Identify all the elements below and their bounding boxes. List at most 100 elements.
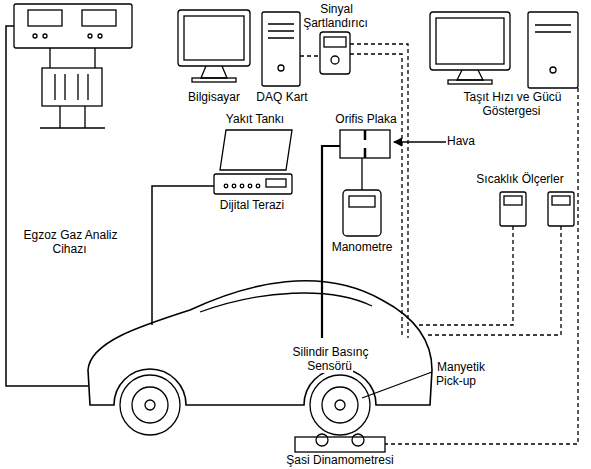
display-monitor <box>436 18 504 64</box>
label-text: Hava <box>446 134 476 148</box>
chassis-dynamometer <box>352 434 364 446</box>
label-text: DAQ Kart <box>255 90 308 104</box>
component-label: Yakıt Tankı <box>210 112 300 126</box>
exhaust-hose <box>6 26 88 386</box>
thermometers <box>500 192 526 226</box>
car <box>88 281 432 405</box>
component-label: Hava <box>446 134 486 148</box>
manometer <box>349 196 375 207</box>
component-label: Sıcaklık Ölçerler <box>465 172 575 186</box>
orifice-plate <box>364 130 367 158</box>
car <box>322 387 358 423</box>
orifice-plate <box>340 130 390 190</box>
exhaust-analyzer <box>98 34 102 38</box>
car <box>88 281 432 435</box>
label-text: Sinyal Şartlandırıcı <box>303 2 369 30</box>
orifice-plate <box>340 130 390 158</box>
fuel-tank <box>240 184 244 188</box>
computer-monitor <box>184 16 244 60</box>
exhaust-analyzer <box>14 4 132 128</box>
car <box>200 293 372 312</box>
computer-monitor <box>192 78 236 82</box>
fuel-tank <box>220 130 292 170</box>
component-label: Şasi Dinamometresi <box>270 453 410 467</box>
display-monitor <box>457 70 483 80</box>
fuel-tank <box>214 130 292 194</box>
dyno-wire <box>385 88 578 444</box>
orifice-plate <box>361 158 362 190</box>
label-text: Şasi Dinamometresi <box>285 453 394 467</box>
label-text: Bilgisayar <box>187 90 241 104</box>
car <box>335 400 345 410</box>
component-label: Bilgisayar <box>174 90 254 104</box>
display-tower <box>550 67 556 73</box>
fuel-tank <box>232 184 236 188</box>
signal-conditioner <box>320 32 350 74</box>
air-arrow <box>394 141 447 142</box>
leader-line <box>362 372 432 398</box>
display-tower <box>528 12 578 88</box>
exhaust-analyzer <box>28 10 62 26</box>
manometer <box>343 190 381 236</box>
fuel-tank <box>256 184 260 188</box>
signal-conditioner <box>320 32 350 74</box>
display-tower <box>528 12 578 88</box>
component-label: Sinyal Şartlandırıcı <box>291 2 381 30</box>
daq-tower <box>268 24 294 38</box>
component-label: DAQ Kart <box>252 90 312 104</box>
manometer <box>343 190 381 236</box>
signal-wire <box>300 55 320 56</box>
thermo-wire <box>418 226 561 335</box>
component-label: Egzoz Gaz Analiz Cihazı <box>15 228 125 256</box>
thermometers <box>504 196 522 205</box>
label-text: Manometre <box>331 240 394 254</box>
exhaust-analyzer <box>33 34 37 38</box>
fuel-tank <box>214 174 292 194</box>
exhaust-analyzer <box>88 34 92 38</box>
chassis-dynamometer <box>295 437 385 452</box>
label-text: Silindir Basınç Sensörü <box>291 345 368 373</box>
component-label: Orifis Plaka <box>321 112 411 126</box>
car <box>120 375 180 435</box>
exhaust-analyzer <box>42 68 102 106</box>
label-text: Yakıt Tankı <box>225 112 285 126</box>
thermometers <box>552 196 570 205</box>
computer-monitor <box>178 10 250 82</box>
label-text: Orifis Plaka <box>334 112 397 126</box>
thermometers <box>548 192 574 226</box>
exhaust-analyzer <box>82 10 116 26</box>
label-text: Egzoz Gaz Analiz Cihazı <box>22 228 117 256</box>
label-text: Sıcaklık Ölçerler <box>475 172 564 186</box>
exhaust-analyzer <box>43 34 47 38</box>
exhaust-analyzer <box>14 4 132 48</box>
computer-monitor <box>201 66 227 78</box>
component-label: Silindir Basınç Sensörü <box>280 345 380 373</box>
label-text: Taşıt Hızı ve Gücü Göstergesi <box>462 90 561 118</box>
component-label: Manyetik Pick-up <box>436 360 506 388</box>
daq-tower <box>278 65 284 71</box>
signal-conditioner <box>331 56 339 64</box>
car <box>310 375 370 435</box>
display-monitor <box>448 80 492 84</box>
daq-tower <box>262 12 300 86</box>
label-text: Manyetik Pick-up <box>436 360 485 388</box>
exhaust-analyzer <box>40 106 105 128</box>
car <box>145 400 155 410</box>
exhaust-analyzer <box>50 48 95 68</box>
component-label: Taşıt Hızı ve Gücü Göstergesi <box>452 90 572 118</box>
component-label: Manometre <box>322 240 402 254</box>
signal-conditioner <box>324 37 346 47</box>
daq-tower <box>262 12 300 86</box>
chassis-dynamometer <box>316 434 328 446</box>
chassis-dynamometer <box>295 434 385 452</box>
fuel-tank <box>224 184 228 188</box>
label-text: Dijital Terazi <box>219 198 285 212</box>
display-monitor <box>430 12 510 70</box>
display-tower <box>535 25 571 32</box>
computer-monitor <box>178 10 250 66</box>
display-monitor <box>430 12 510 84</box>
thermometers <box>500 192 574 226</box>
fuel-tank <box>248 184 252 188</box>
exhaust-analyzer <box>55 74 88 100</box>
